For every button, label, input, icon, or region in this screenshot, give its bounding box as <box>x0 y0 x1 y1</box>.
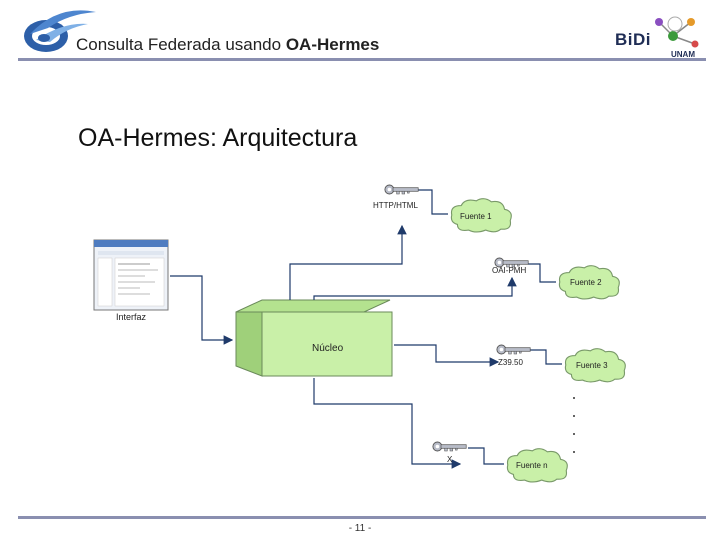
protocol-label-z3950: Z39.50 <box>498 358 523 367</box>
header-title-prefix: Consulta Federada usando <box>76 35 286 54</box>
molecule-icon <box>655 16 699 48</box>
link-fuente-n <box>468 447 504 465</box>
source-label-3: Fuente 3 <box>576 361 608 370</box>
protocol-label-oai: OAI-PMH <box>492 266 526 275</box>
key-icon <box>384 184 419 195</box>
source-label-1: Fuente 1 <box>460 212 492 221</box>
page-number: - 11 - <box>348 523 372 534</box>
link-fuente-3 <box>530 349 562 365</box>
swirl-logo-icon <box>24 10 96 52</box>
source-label-2: Fuente 2 <box>570 278 602 287</box>
bidi-logo-text: BiDi <box>615 30 651 49</box>
ellipsis-dots <box>573 397 575 453</box>
connector-http <box>289 224 407 300</box>
interface-label: Interfaz <box>116 312 147 322</box>
protocol-label-http: HTTP/HTML <box>373 201 418 210</box>
unam-logo-text: UNAM <box>671 50 695 59</box>
link-fuente-1 <box>418 189 448 215</box>
logo-left <box>18 8 98 56</box>
key-icon <box>496 344 531 355</box>
connector-z3950 <box>394 344 500 367</box>
nucleus-label: Núcleo <box>312 343 344 354</box>
header-title: Consulta Federada usando OA-Hermes <box>76 35 379 55</box>
interface-window <box>93 239 169 311</box>
protocol-label-x: X <box>447 455 453 464</box>
footer-divider <box>18 516 706 519</box>
key-icon <box>432 441 467 452</box>
connector-x <box>313 378 462 469</box>
header-divider <box>18 58 706 61</box>
link-fuente-2 <box>528 263 556 283</box>
header-title-bold: OA-Hermes <box>285 35 380 54</box>
nucleus-box <box>235 299 393 377</box>
slide-title: OA-Hermes: Arquitectura <box>78 124 358 152</box>
interface-connector <box>170 275 234 345</box>
connector-oai <box>313 276 517 300</box>
architecture-diagram: Interfaz Núcleo HTTP/HTML OAI-PMH Z39.50… <box>93 184 626 483</box>
logo-right: BiDi UNAM <box>615 14 710 60</box>
source-label-n: Fuente n <box>516 461 548 470</box>
